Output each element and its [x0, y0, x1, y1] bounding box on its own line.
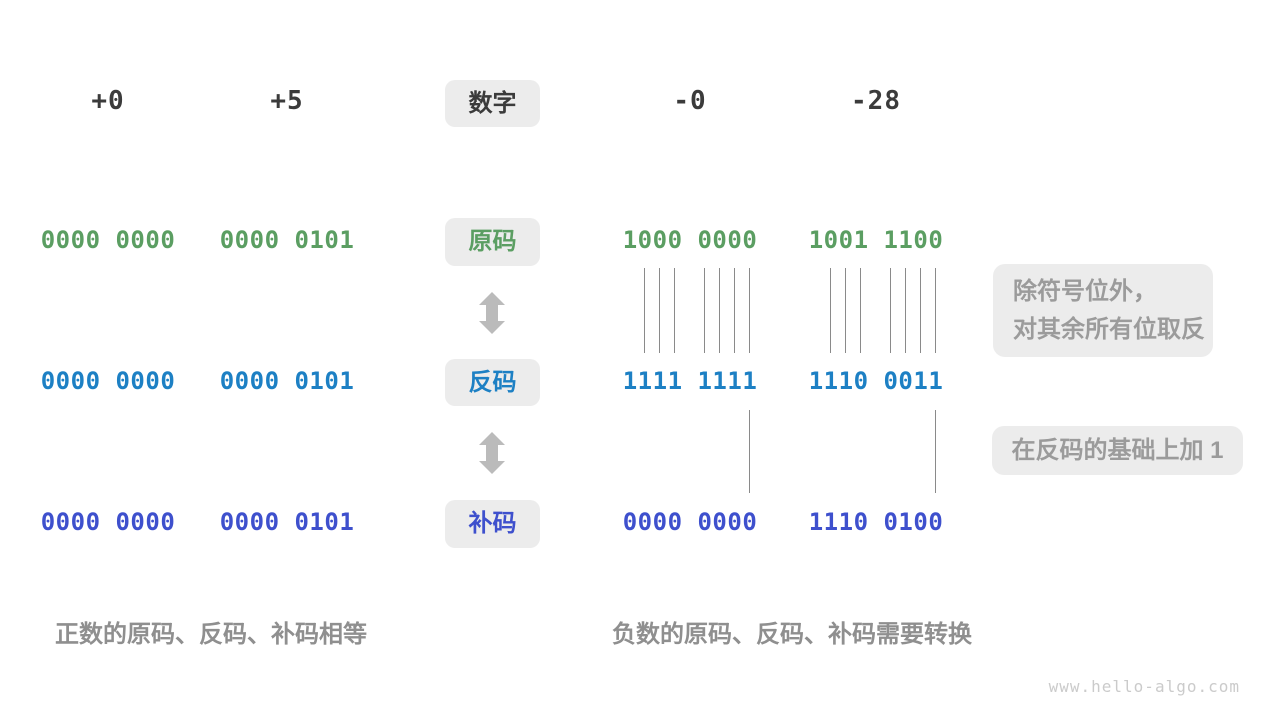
- number-plus-5: +5: [270, 86, 304, 116]
- note-invert-line2: 对其余所有位取反: [1013, 316, 1205, 343]
- bit-connector-line: [920, 268, 921, 353]
- bit-connector-line: [749, 268, 750, 353]
- bit-connector-line: [905, 268, 906, 353]
- watermark: www.hello-algo.com: [1048, 677, 1240, 696]
- bit-connector-line: [704, 268, 705, 353]
- note-invert-bits: 除符号位外， 对其余所有位取反: [993, 264, 1213, 357]
- note-add-one: 在反码的基础上加 1: [992, 426, 1243, 475]
- bit-connector-line: [659, 268, 660, 353]
- number-badge: 数字: [445, 80, 540, 127]
- binary-twos-complement-plus0: 0000 0000: [40, 508, 176, 536]
- up-down-arrow-icon: [479, 432, 505, 474]
- caption-negative: 负数的原码、反码、补码需要转换: [612, 621, 972, 648]
- bit-connector-line: [860, 268, 861, 353]
- binary-twos-complement-plus5: 0000 0101: [219, 508, 355, 536]
- bit-connector-line: [830, 268, 831, 353]
- binary-sign-magnitude-plus0: 0000 0000: [40, 226, 176, 254]
- binary-sign-magnitude-plus5: 0000 0101: [219, 226, 355, 254]
- bit-connector-line: [644, 268, 645, 353]
- binary-ones-complement-minus28: 1110 0011: [808, 367, 944, 395]
- bit-connector-line: [935, 268, 936, 353]
- bit-connector-line: [719, 268, 720, 353]
- binary-ones-complement-plus0: 0000 0000: [40, 367, 176, 395]
- bit-connector-line: [890, 268, 891, 353]
- binary-twos-complement-minus0: 0000 0000: [622, 508, 758, 536]
- binary-sign-magnitude-minus28: 1001 1100: [808, 226, 944, 254]
- binary-sign-magnitude-minus0: 1000 0000: [622, 226, 758, 254]
- ones-complement-badge: 反码: [445, 359, 540, 406]
- number-plus-0: +0: [91, 86, 125, 116]
- sign-magnitude-badge: 原码: [445, 218, 540, 266]
- binary-ones-complement-minus0: 1111 1111: [622, 367, 758, 395]
- bit-connector-line: [734, 268, 735, 353]
- bit-connector-line: [935, 410, 936, 493]
- number-minus-28: -28: [851, 86, 901, 116]
- binary-ones-complement-plus5: 0000 0101: [219, 367, 355, 395]
- bit-connector-line: [674, 268, 675, 353]
- caption-positive: 正数的原码、反码、补码相等: [55, 621, 367, 648]
- twos-complement-badge: 补码: [445, 500, 540, 548]
- bit-connector-line: [749, 410, 750, 493]
- up-down-arrow-icon: [479, 292, 505, 334]
- bit-connector-line: [845, 268, 846, 353]
- number-minus-0: -0: [673, 86, 707, 116]
- note-invert-line1: 除符号位外，: [1013, 278, 1157, 305]
- binary-twos-complement-minus28: 1110 0100: [808, 508, 944, 536]
